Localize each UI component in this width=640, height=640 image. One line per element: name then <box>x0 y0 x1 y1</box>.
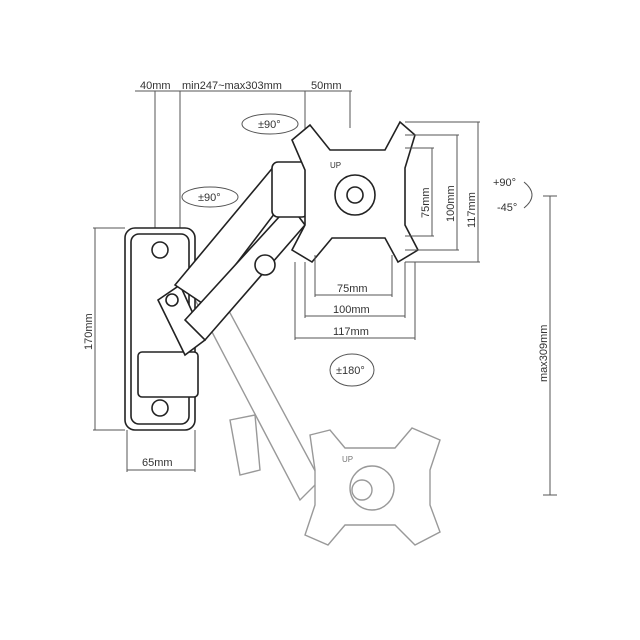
max-height-dim: max309mm <box>538 195 557 496</box>
up-label-ghost: UP <box>342 455 353 464</box>
rotation-180: ±180° <box>329 353 375 387</box>
svg-text:75mm: 75mm <box>337 283 368 295</box>
wall-plate <box>124 227 199 431</box>
svg-text:100mm: 100mm <box>445 185 457 222</box>
svg-text:65mm: 65mm <box>142 457 173 469</box>
plate-width-dim: 65mm <box>126 430 196 472</box>
lowered-arm-ghost: UP <box>188 284 441 546</box>
tilt-indicator: +90° -45° <box>493 177 533 214</box>
dim-50mm: 50mm <box>311 80 342 92</box>
svg-text:±180°: ±180° <box>336 365 365 377</box>
svg-text:-45°: -45° <box>497 202 517 214</box>
svg-text:±90°: ±90° <box>198 192 221 204</box>
top-dimension: 40mm min247~max303mm 50mm <box>135 80 352 240</box>
svg-text:75mm: 75mm <box>420 187 432 218</box>
svg-text:+90°: +90° <box>493 177 516 189</box>
arm <box>156 161 309 357</box>
up-label: UP <box>330 161 341 170</box>
vesa-vertical-dims: 75mm 100mm 117mm <box>405 121 480 263</box>
svg-text:170mm: 170mm <box>83 313 95 350</box>
vesa-plate: UP <box>290 120 420 264</box>
plate-height-dim: 170mm <box>83 227 125 431</box>
dim-arm-range: min247~max303mm <box>182 80 282 92</box>
svg-text:117mm: 117mm <box>466 192 478 228</box>
dim-40mm: 40mm <box>140 80 171 92</box>
svg-text:100mm: 100mm <box>333 304 370 316</box>
svg-text:±90°: ±90° <box>258 119 281 131</box>
rotation-arm-90: ±90° <box>181 186 239 208</box>
svg-text:max309mm: max309mm <box>538 325 550 382</box>
rotation-plate-90: ±90° <box>241 113 299 135</box>
vesa-horizontal-dims: 75mm 100mm 117mm <box>294 255 416 340</box>
svg-text:117mm: 117mm <box>333 326 369 338</box>
